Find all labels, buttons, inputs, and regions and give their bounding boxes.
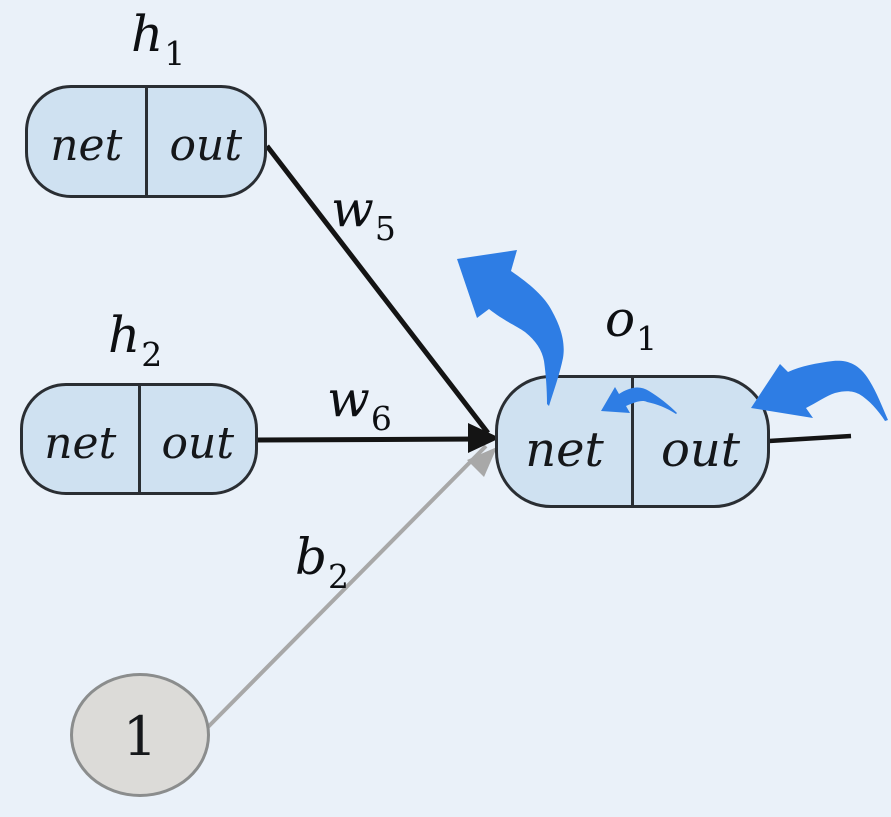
node-h1: net out bbox=[25, 85, 267, 198]
node-h2-out-cell: out bbox=[141, 386, 256, 492]
node-o1-net-cell: net bbox=[498, 378, 631, 505]
label-w5: w5 bbox=[331, 180, 396, 248]
gradient-arrow-net-upleft-icon bbox=[457, 250, 564, 406]
edge-b2-arrowhead-gray bbox=[467, 447, 497, 477]
label-h2: h2 bbox=[108, 306, 163, 374]
gradient-arrow-out-to-net-icon bbox=[601, 387, 677, 414]
bias-value: 1 bbox=[122, 705, 158, 768]
o1-output-line bbox=[768, 433, 852, 444]
node-h2-net-cell: net bbox=[23, 386, 138, 492]
label-w6: w6 bbox=[327, 370, 392, 438]
node-h1-out-text: out bbox=[169, 120, 242, 171]
node-h2-divider bbox=[137, 386, 141, 492]
node-h1-net-cell: net bbox=[28, 88, 145, 195]
node-o1-out-cell: out bbox=[634, 378, 767, 505]
edge-w5-line bbox=[265, 144, 490, 435]
label-b2: b2 bbox=[295, 528, 350, 596]
label-h1: h1 bbox=[131, 5, 186, 73]
node-o1-divider bbox=[631, 378, 634, 505]
node-o1-net-text: net bbox=[525, 421, 604, 478]
node-h2-net-text: net bbox=[44, 417, 117, 469]
node-h2-out-text: out bbox=[161, 417, 234, 469]
node-o1-out-text: out bbox=[660, 421, 741, 478]
edge-b2-line bbox=[206, 444, 488, 729]
node-h1-divider bbox=[144, 88, 148, 195]
label-o1: o1 bbox=[605, 290, 658, 358]
node-h1-out-cell: out bbox=[148, 88, 265, 195]
node-h1-net-text: net bbox=[50, 120, 123, 171]
edge-arrowhead-black bbox=[468, 423, 500, 453]
edge-w6-line bbox=[257, 436, 481, 443]
node-h2: net out bbox=[20, 383, 258, 495]
bias-node: 1 bbox=[70, 673, 210, 797]
gradient-arrow-incoming-right-icon bbox=[751, 360, 888, 421]
